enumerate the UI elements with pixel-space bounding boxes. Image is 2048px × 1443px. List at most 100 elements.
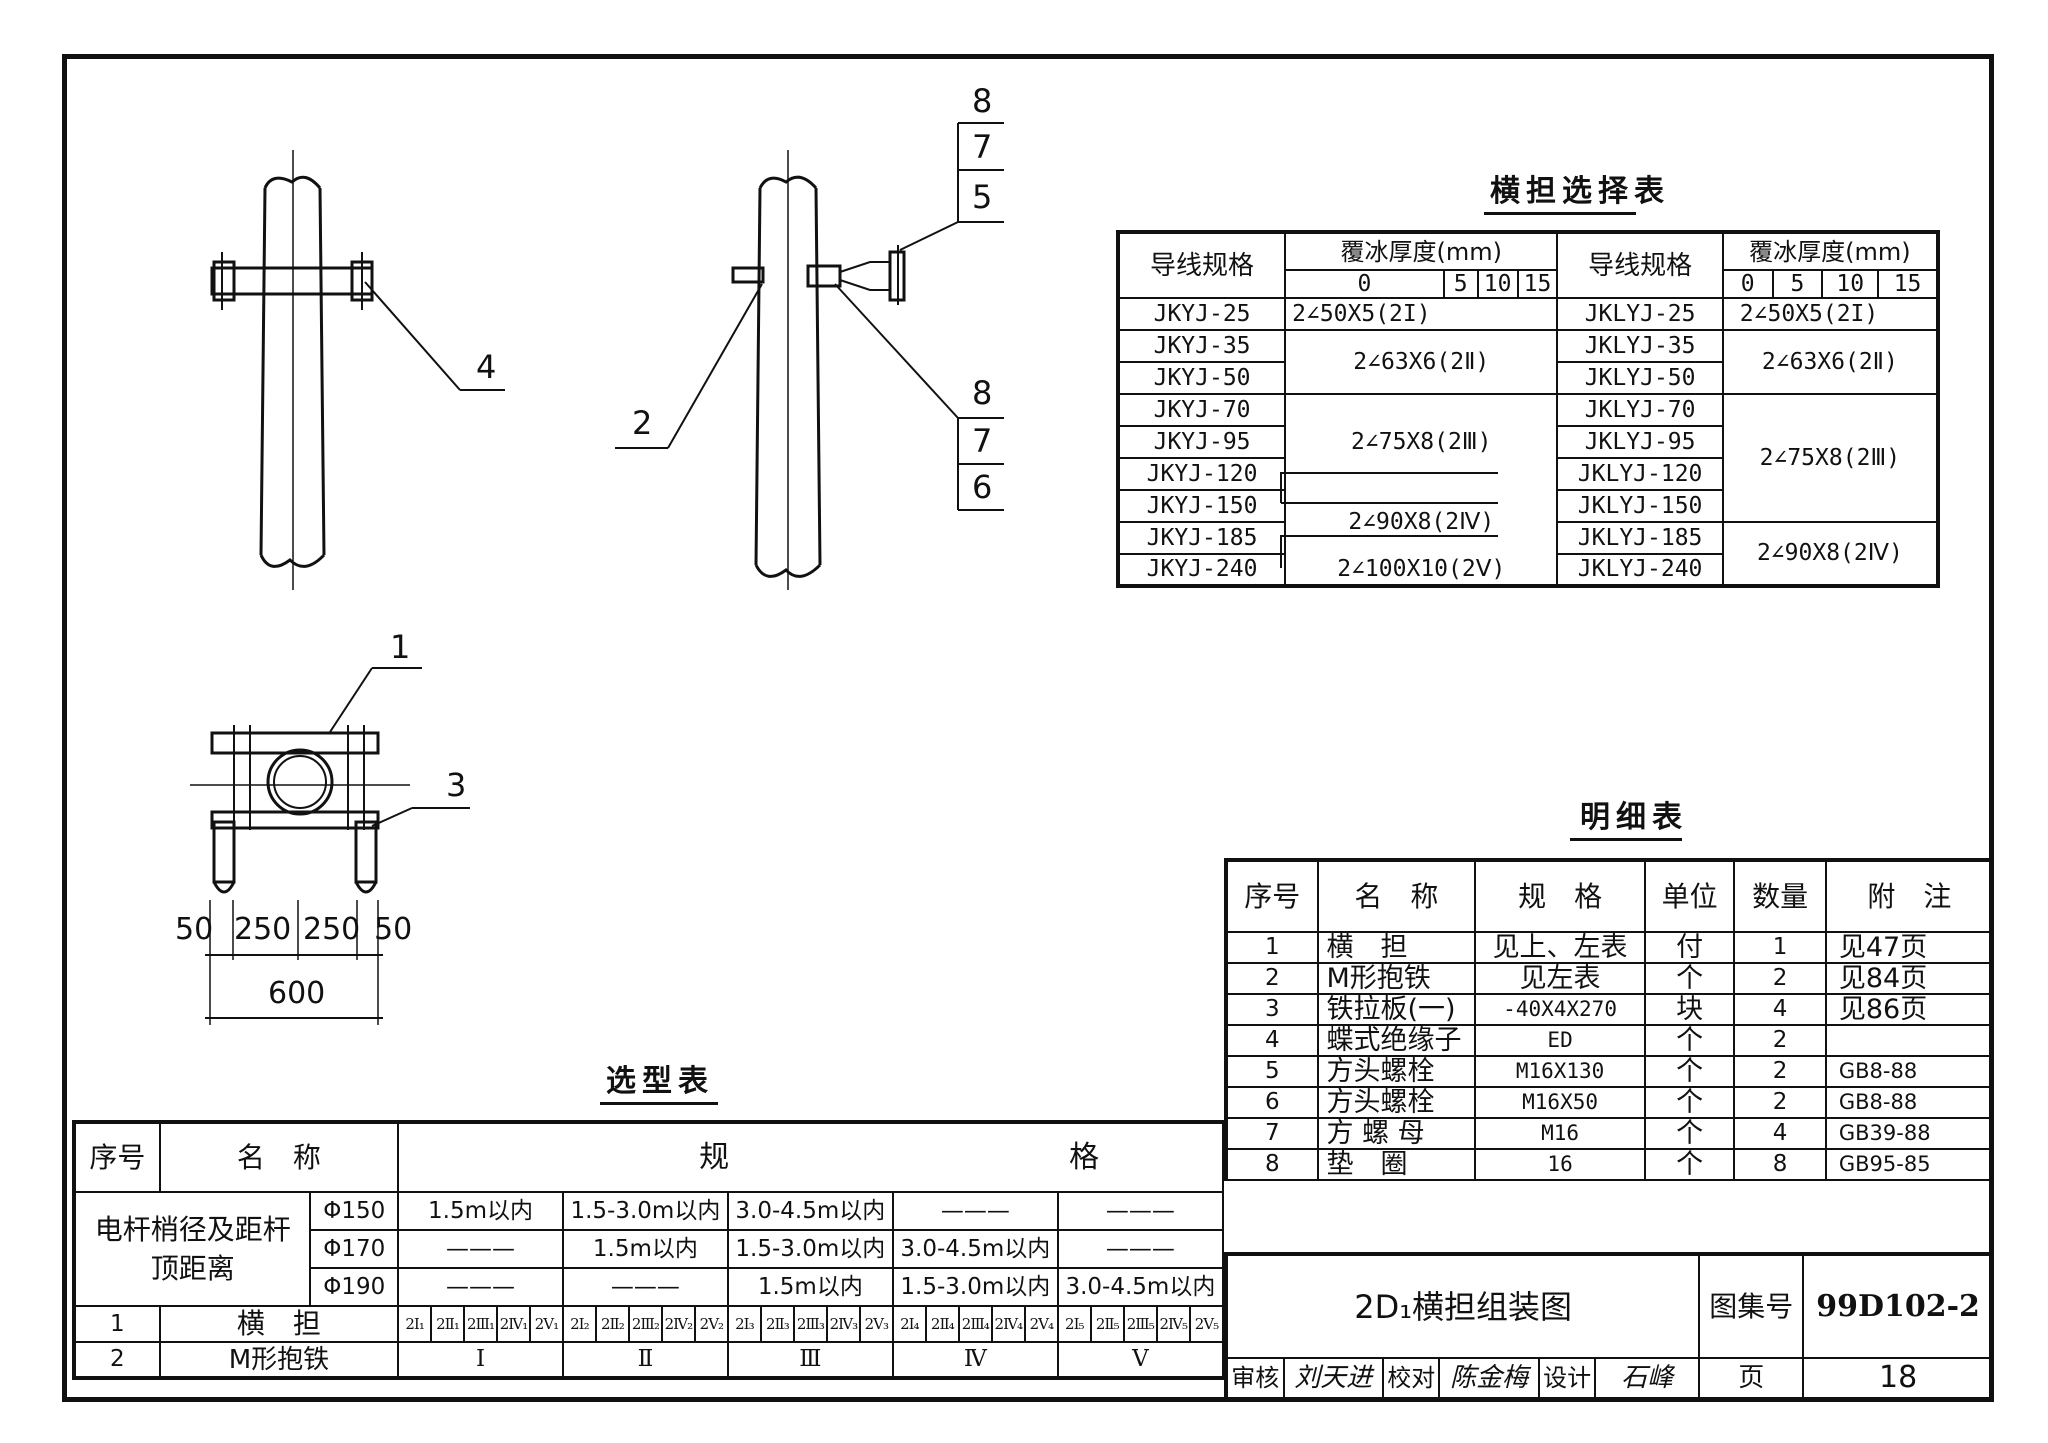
value-left-100x10: 2∠100X10(2Ⅴ) [1284, 554, 1559, 587]
callout-1: 1 [390, 628, 411, 666]
dim-50-left: 50 [175, 912, 214, 947]
detail-head-name: 名 称 [1316, 858, 1477, 933]
detail-cell-qty: 1 [1733, 931, 1827, 964]
crossarm-code-cell: 2Ⅲ₃ [792, 1305, 828, 1343]
detail-cell-name: 蝶式绝缘子 [1316, 1024, 1477, 1057]
bracket-type-5: Ⅴ [1056, 1341, 1225, 1380]
crossarm-code-cell: 2Ⅴ₃ [858, 1305, 894, 1343]
check-signature: 陈金梅 [1438, 1357, 1540, 1399]
crossarm-code-cell: 2I₁ [397, 1305, 433, 1343]
spec-left-185: JKYJ-185 [1116, 521, 1287, 555]
crossarm-code-cell: 2Ⅳ₄ [990, 1305, 1026, 1343]
detail-head-spec: 规 格 [1474, 858, 1646, 933]
range-150-2: 1.5-3.0m以内 [561, 1191, 729, 1231]
detail-cell-unit: 个 [1643, 1086, 1736, 1119]
diameter-150: Φ150 [309, 1191, 400, 1231]
detail-cell-unit: 个 [1643, 962, 1736, 995]
spec-left-50: JKYJ-50 [1116, 361, 1287, 395]
crossarm-code-cell: 2Ⅳ₃ [825, 1305, 861, 1343]
spec-left-240: JKYJ-240 [1116, 553, 1287, 587]
detail-cell-note: 见47页 [1824, 931, 1995, 964]
spec-right-120: JKLYJ-120 [1556, 457, 1724, 491]
detail-cell-unit: 个 [1643, 1117, 1736, 1150]
crossarm-code-cell: 2I₄ [891, 1305, 927, 1343]
ice-15-left: 15 [1516, 269, 1559, 299]
range-170-4: 3.0-4.5m以内 [891, 1229, 1059, 1269]
detail-cell-spec: M16X130 [1474, 1055, 1646, 1088]
selection-table: 序号 名 称 规格 电杆梢径及距杆顶距离 Φ150 1.5m以内 1.5-3.0… [71, 1120, 1225, 1380]
review-label: 审核 [1224, 1357, 1285, 1399]
detail-head-note: 附 注 [1824, 858, 1995, 933]
spec-left-25: JKYJ-25 [1116, 297, 1287, 331]
range-170-2: 1.5m以内 [561, 1229, 729, 1269]
head-spec-right: 导线规格 [1556, 231, 1724, 299]
range-150-4: ——— [891, 1191, 1059, 1231]
range-170-3: 1.5-3.0m以内 [726, 1229, 894, 1269]
detail-head-qty: 数量 [1733, 858, 1827, 933]
detail-cell-name: 铁拉板(一) [1316, 993, 1477, 1026]
detail-cell-no: 7 [1224, 1117, 1319, 1150]
spec-right-70: JKLYJ-70 [1556, 393, 1724, 427]
check-label: 校对 [1381, 1357, 1441, 1399]
detail-cell-unit: 个 [1643, 1024, 1736, 1057]
sel-row2-no: 2 [72, 1341, 161, 1380]
detail-cell-spec: M16 [1474, 1117, 1646, 1150]
detail-cell-no: 5 [1224, 1055, 1319, 1088]
crossarm-table-title: 横担选择表 [1490, 174, 1670, 209]
crossarm-code-cell: 2Ⅲ₄ [957, 1305, 993, 1343]
callout-2: 2 [632, 404, 653, 442]
detail-title-underline [1570, 838, 1682, 841]
bracket-type-2: Ⅱ [561, 1341, 729, 1380]
detail-cell-name: 方头螺栓 [1316, 1055, 1477, 1088]
range-150-3: 3.0-4.5m以内 [726, 1191, 894, 1231]
range-190-4: 1.5-3.0m以内 [891, 1267, 1059, 1307]
spec-right-35: JKLYJ-35 [1556, 329, 1724, 363]
crossarm-title-underline [1484, 212, 1636, 215]
detail-cell-qty: 2 [1733, 1086, 1827, 1119]
callout-3: 3 [446, 766, 467, 804]
pole-front-view [210, 150, 505, 590]
detail-cell-unit: 个 [1643, 1055, 1736, 1088]
detail-cell-note: 见86页 [1824, 993, 1995, 1026]
range-150-1: 1.5m以内 [397, 1191, 564, 1231]
spec-right-50: JKLYJ-50 [1556, 361, 1724, 395]
spec-left-35: JKYJ-35 [1116, 329, 1287, 363]
dim-600-total: 600 [268, 976, 326, 1011]
detail-cell-qty: 8 [1733, 1148, 1827, 1181]
spec-right-25: JKLYJ-25 [1556, 297, 1724, 331]
range-190-3: 1.5m以内 [726, 1267, 894, 1307]
value-left-75x8: 2∠75X8(2Ⅲ) [1284, 393, 1559, 490]
drawing-frame [62, 54, 1994, 1402]
title-block: 2D₁横担组装图 图集号 99D102-2 审核 刘天进 校对 陈金梅 设计 石… [1223, 1252, 1994, 1399]
range-170-1: ——— [397, 1229, 564, 1269]
spec-left-95: JKYJ-95 [1116, 425, 1287, 459]
bracket-type-1: Ⅰ [397, 1341, 564, 1380]
crossarm-code-cell: 2I₅ [1056, 1305, 1092, 1343]
crossarm-selection-table: 导线规格 覆冰厚度(mm) 导线规格 覆冰厚度(mm) 0 5 10 15 0 … [1116, 230, 1940, 588]
dim-250-left: 250 [234, 912, 292, 947]
detail-cell-name: 方 螺 母 [1316, 1117, 1477, 1150]
spec-right-240: JKLYJ-240 [1556, 553, 1724, 587]
detail-cell-no: 2 [1224, 962, 1319, 995]
detail-cell-note: GB95-85 [1824, 1148, 1995, 1181]
pole-diameter-label: 电杆梢径及距杆顶距离 [71, 1191, 312, 1307]
spec-left-120: JKYJ-120 [1116, 457, 1287, 491]
crossarm-code-cell: 2Ⅴ₄ [1023, 1305, 1059, 1343]
bracket-type-4: Ⅳ [891, 1341, 1059, 1380]
diameter-170: Φ170 [309, 1229, 400, 1269]
crossarm-top-view [190, 667, 470, 1025]
detail-cell-note: GB39-88 [1824, 1117, 1995, 1150]
bracket-type-3: Ⅲ [726, 1341, 894, 1380]
spec-left-70: JKYJ-70 [1116, 393, 1287, 427]
detail-cell-spec: ED [1474, 1024, 1646, 1057]
detail-head-unit: 单位 [1643, 858, 1736, 933]
detail-cell-no: 4 [1224, 1024, 1319, 1057]
